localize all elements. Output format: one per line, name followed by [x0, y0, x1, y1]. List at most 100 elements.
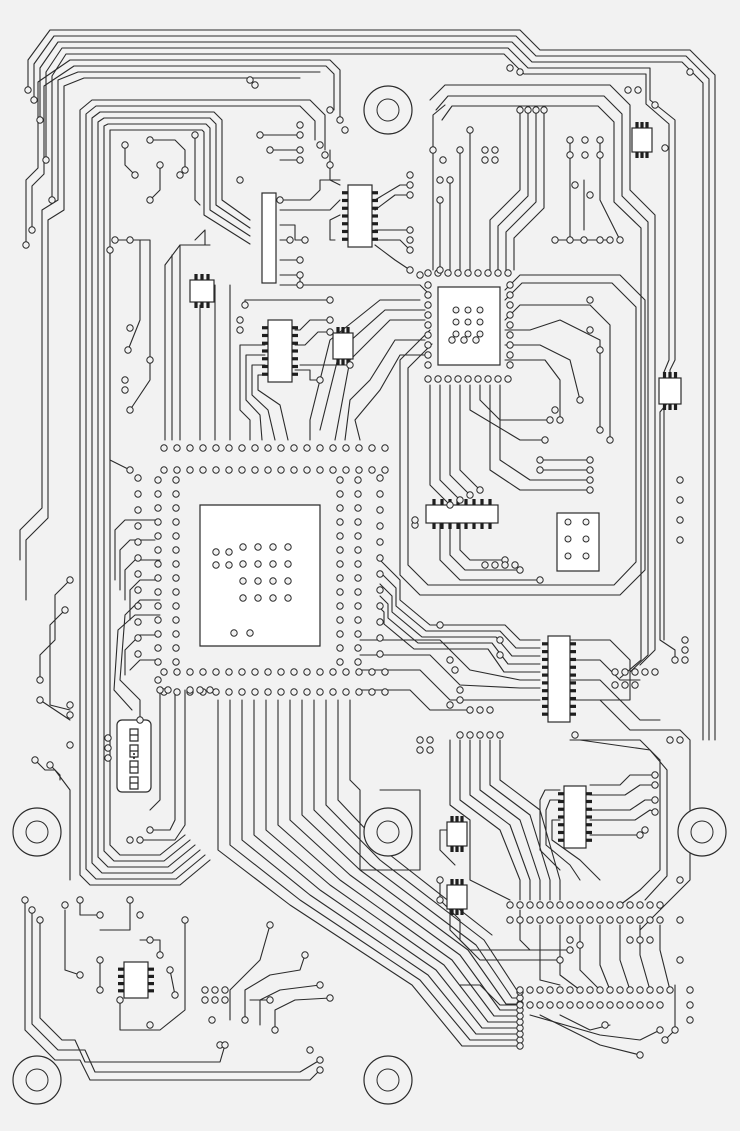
via-pad: [121, 141, 129, 149]
via-pad: [238, 466, 246, 474]
via-pad: [456, 686, 464, 694]
via-pad: [516, 106, 524, 114]
via-pad: [181, 166, 189, 174]
via-pad: [42, 156, 50, 164]
seven-segment-display: [116, 719, 152, 793]
via-pad: [154, 602, 162, 610]
chip-body: [347, 184, 373, 248]
chip-pin: [372, 191, 378, 195]
main-processor: [134, 444, 389, 696]
via-pad: [611, 681, 619, 689]
ic-chip-icon: [342, 184, 378, 248]
via-pad: [596, 901, 604, 909]
via-pad: [173, 688, 181, 696]
via-pad: [546, 901, 554, 909]
via-pad: [504, 269, 512, 277]
via-pad: [376, 602, 384, 610]
segment-shape: [129, 728, 139, 742]
via-pad: [254, 577, 262, 585]
via-pad: [336, 476, 344, 484]
via-pad: [134, 602, 142, 610]
chip-pin: [542, 689, 548, 693]
via-pad: [284, 543, 292, 551]
processor-bottom-fanout: [217, 699, 521, 1047]
chip-body: [267, 319, 293, 383]
via-pad: [581, 151, 589, 159]
via-pad: [286, 236, 294, 244]
via-pad: [516, 1001, 524, 1009]
via-pad: [496, 651, 504, 659]
via-pad: [316, 376, 324, 384]
via-pad: [586, 916, 594, 924]
via-pad: [551, 406, 559, 414]
via-pad: [426, 746, 434, 754]
via-pad: [566, 901, 574, 909]
bga-module-icon: [437, 286, 501, 366]
segment-shape: [129, 744, 139, 758]
via-pad: [516, 916, 524, 924]
via-pad: [576, 941, 584, 949]
via-pad: [173, 668, 181, 676]
via-pad: [104, 744, 112, 752]
via-pad: [596, 426, 604, 434]
via-pad: [354, 560, 362, 568]
chip-pin: [455, 846, 459, 852]
via-pad: [336, 658, 344, 666]
via-pad: [264, 668, 272, 676]
via-pad: [486, 731, 494, 739]
chip-pin: [673, 404, 678, 410]
chip-pin: [262, 364, 268, 369]
chip-pin: [645, 152, 649, 158]
via-pad: [406, 191, 414, 199]
via-pad: [354, 490, 362, 498]
via-pad: [580, 236, 588, 244]
via-pad: [626, 986, 634, 994]
via-pad: [191, 131, 199, 139]
via-pad: [212, 688, 220, 696]
via-pad: [303, 444, 311, 452]
via-pad: [303, 688, 311, 696]
via-pad: [241, 1016, 249, 1024]
via-pad: [342, 688, 350, 696]
via-pad: [516, 1012, 524, 1020]
via-pad: [154, 644, 162, 652]
via-pad: [212, 548, 220, 556]
via-pad: [582, 518, 590, 526]
via-pad: [566, 236, 574, 244]
ic-chip-icon: [658, 372, 682, 410]
via-pad: [456, 696, 464, 704]
ic-chip-icon: [446, 879, 468, 915]
via-pad: [221, 986, 229, 994]
via-pad: [676, 476, 684, 484]
via-pad: [329, 688, 337, 696]
via-pad: [661, 144, 669, 152]
via-pad: [134, 522, 142, 530]
via-pad: [566, 946, 574, 954]
mounting-hole-icon: [363, 807, 413, 857]
via-pad: [454, 269, 462, 277]
via-pad: [586, 326, 594, 334]
via-pad: [626, 1001, 634, 1009]
via-pad: [416, 271, 424, 279]
via-pad: [681, 656, 689, 664]
via-pad: [651, 101, 659, 109]
via-pad: [336, 602, 344, 610]
processor-pad-ring: [134, 444, 389, 696]
via-pad: [491, 146, 499, 154]
via-pad: [381, 688, 389, 696]
via-pad: [656, 1001, 664, 1009]
chip-pin: [262, 333, 268, 338]
via-pad: [326, 316, 334, 324]
via-pad: [596, 136, 604, 144]
via-pad: [526, 1001, 534, 1009]
via-pad: [576, 396, 584, 404]
via-pad: [436, 266, 444, 274]
chip-pin: [148, 967, 154, 971]
via-pad: [576, 1001, 584, 1009]
via-pad: [251, 81, 259, 89]
via-pad: [376, 554, 384, 562]
via-pad: [448, 336, 456, 344]
via-pad: [326, 106, 334, 114]
via-pad: [225, 561, 233, 569]
via-pad: [464, 269, 472, 277]
